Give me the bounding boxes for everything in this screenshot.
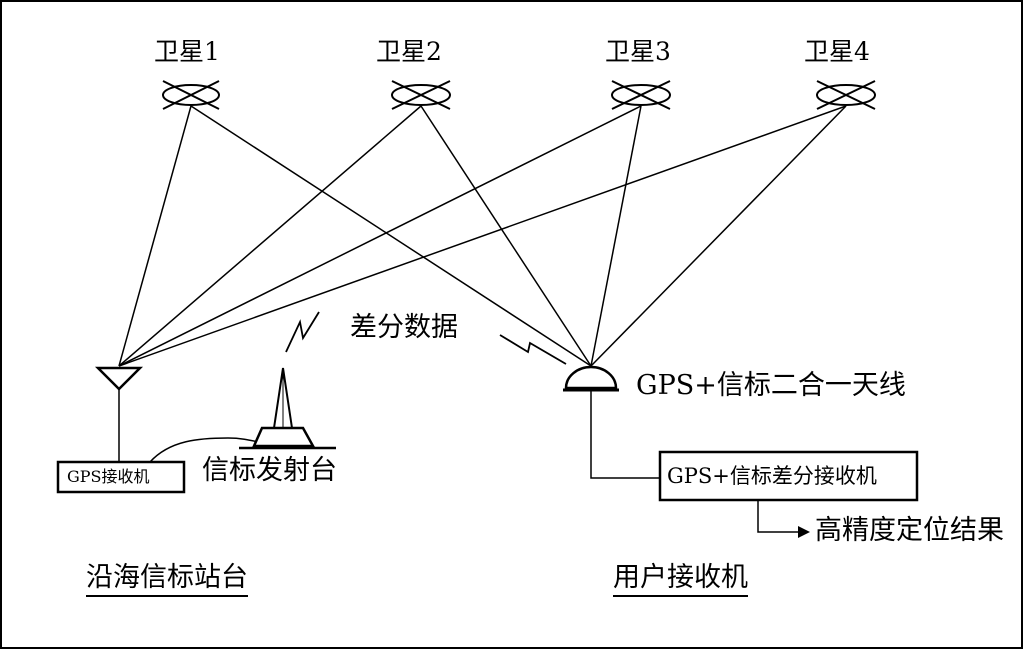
satellite-1-icon bbox=[162, 80, 220, 110]
antenna-label: GPS+信标二合一天线 bbox=[636, 370, 906, 401]
user-receiver-heading: 用户接收机 bbox=[613, 564, 748, 597]
reference-antenna-icon bbox=[94, 366, 144, 391]
radio-wave-icon-transmitter bbox=[285, 311, 320, 353]
result-arrow-line bbox=[757, 500, 798, 533]
radio-wave-icon-user bbox=[499, 334, 567, 365]
user-antenna-cable bbox=[590, 390, 660, 479]
signal-lines-reference bbox=[118, 105, 847, 367]
coastal-station-heading: 沿海信标站台 bbox=[86, 564, 248, 597]
beacon-transmitter-label: 信标发射台 bbox=[202, 455, 337, 486]
satellite-1-label: 卫星1 bbox=[154, 37, 220, 66]
satellite-3-icon bbox=[611, 80, 671, 110]
reference-receiver-label: GPS接收机 bbox=[67, 467, 150, 486]
result-arrow-head-icon bbox=[798, 526, 810, 538]
user-receiver-box bbox=[658, 450, 919, 502]
satellite-4-label: 卫星4 bbox=[804, 37, 870, 66]
satellite-2-icon bbox=[391, 80, 451, 110]
signal-lines-user bbox=[190, 105, 847, 367]
satellite-3-label: 卫星3 bbox=[605, 37, 671, 66]
satellite-2-label: 卫星2 bbox=[376, 37, 442, 66]
result-label: 高精度定位结果 bbox=[815, 515, 1004, 546]
reference-receiver-box bbox=[56, 460, 186, 494]
satellite-4-icon bbox=[816, 80, 876, 110]
user-receiver-box-label: GPS+信标差分接收机 bbox=[667, 464, 877, 488]
differential-data-label: 差分数据 bbox=[350, 312, 458, 343]
beacon-tower-icon bbox=[239, 367, 336, 450]
user-antenna-icon bbox=[563, 365, 619, 392]
